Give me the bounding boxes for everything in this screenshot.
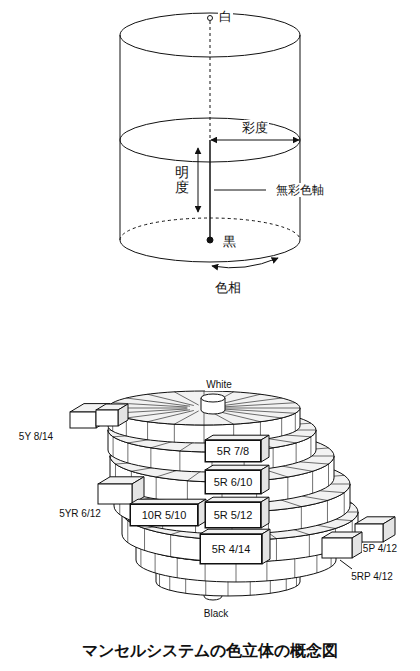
- color-notation: 5Y 8/14: [18, 431, 54, 443]
- color-block: [205, 435, 269, 462]
- color-block: [205, 497, 269, 528]
- axis-label: 色相: [214, 280, 242, 296]
- chip-label: 10R 5/10: [142, 509, 187, 521]
- chip-label: 5R 6/10: [214, 476, 253, 488]
- chip-label: 5R 5/12: [214, 509, 253, 521]
- value-layer: [108, 391, 300, 443]
- color-notation: 5YR 6/12: [58, 508, 102, 520]
- color-notation: 5RP 4/12: [350, 571, 394, 583]
- axis-label: 白: [218, 9, 233, 25]
- axis-label: 明度: [174, 165, 190, 196]
- color-block: [205, 465, 269, 494]
- leader-line: [340, 560, 352, 569]
- color-notation: 5P 4/12: [362, 543, 398, 555]
- chip-label: 5R 4/14: [212, 543, 251, 555]
- color-chip: 10R 5/10: [130, 504, 198, 526]
- axis-label: 黒: [222, 234, 237, 250]
- color-solid: [70, 391, 395, 600]
- color-block: [322, 532, 362, 558]
- color-chip: 5R 4/14: [200, 534, 262, 564]
- color-chip: 5R 5/12: [205, 502, 261, 528]
- chip-label: 5R 7/8: [217, 445, 249, 457]
- axis-label: 彩度: [241, 120, 269, 136]
- color-chip: 5R 7/8: [205, 440, 261, 462]
- axis-label: 無彩色軸: [275, 183, 325, 197]
- color-block: [200, 529, 270, 564]
- axis-cylinder: [201, 394, 225, 414]
- color-block: [130, 499, 206, 526]
- color-notation: Black: [203, 608, 229, 620]
- color-block: [96, 404, 128, 426]
- caption: マンセルシステムの色立体の概念図: [82, 641, 338, 662]
- color-chip: 5R 6/10: [205, 470, 261, 494]
- cylinder: [120, 13, 300, 268]
- color-notation: White: [205, 379, 233, 391]
